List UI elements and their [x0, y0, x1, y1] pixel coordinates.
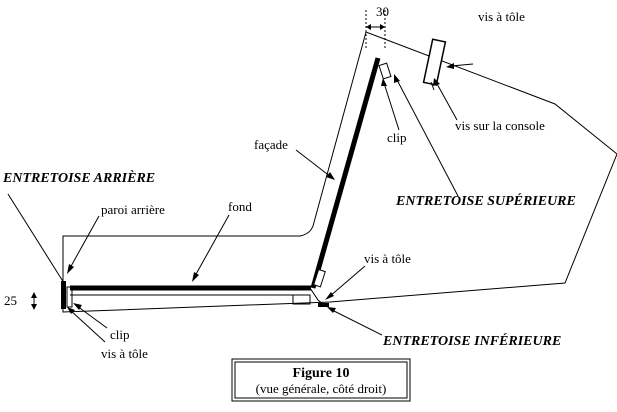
facade-bottom-screw	[313, 268, 326, 288]
facade-panel	[310, 57, 381, 289]
label-clip-top: clip	[387, 130, 407, 145]
leaders	[7, 63, 474, 343]
label-vis-a-tole-bottom: vis à tôle	[101, 346, 148, 361]
label-paroi-arriere: paroi arrière	[101, 202, 165, 217]
figure-caption-inner	[234, 361, 408, 399]
bottom-front-clip	[292, 294, 311, 305]
label-entretoise-arriere: ENTRETOISE ARRIÈRE	[2, 169, 155, 186]
dim-30-arrowhead-right	[380, 24, 385, 30]
figure-title: Figure 10	[293, 366, 350, 381]
dim-25-label: 25	[4, 293, 17, 308]
console-screw	[422, 38, 447, 86]
figure-caption-box	[231, 358, 411, 402]
dim-30-label: 30	[376, 4, 389, 19]
dim-25-arrowhead-down	[31, 304, 37, 310]
label-clip-bottom: clip	[110, 327, 130, 342]
housing-outline	[62, 31, 617, 313]
top-clip	[378, 62, 392, 80]
entretoise-inferieure-part	[318, 303, 329, 307]
label-vis-a-tole-top: vis à tôle	[478, 9, 525, 24]
label-vis-sur-console: vis sur la console	[455, 118, 545, 133]
dim-30-arrowhead-left	[366, 24, 371, 30]
label-facade: façade	[254, 137, 288, 152]
console-screw-shaft	[430, 81, 435, 91]
rear-clip	[66, 286, 73, 308]
paroi-arriere-panel	[61, 281, 66, 309]
label-entretoise-superieure: ENTRETOISE SUPÉRIEURE	[395, 192, 576, 209]
dim-25-arrowhead-up	[31, 292, 37, 298]
label-fond: fond	[228, 199, 252, 214]
label-entretoise-inferieure: ENTRETOISE INFÉRIEURE	[382, 332, 561, 349]
label-vis-a-tole-mid: vis à tôle	[364, 251, 411, 266]
figure-subtitle: (vue générale, côté droit)	[256, 381, 387, 396]
